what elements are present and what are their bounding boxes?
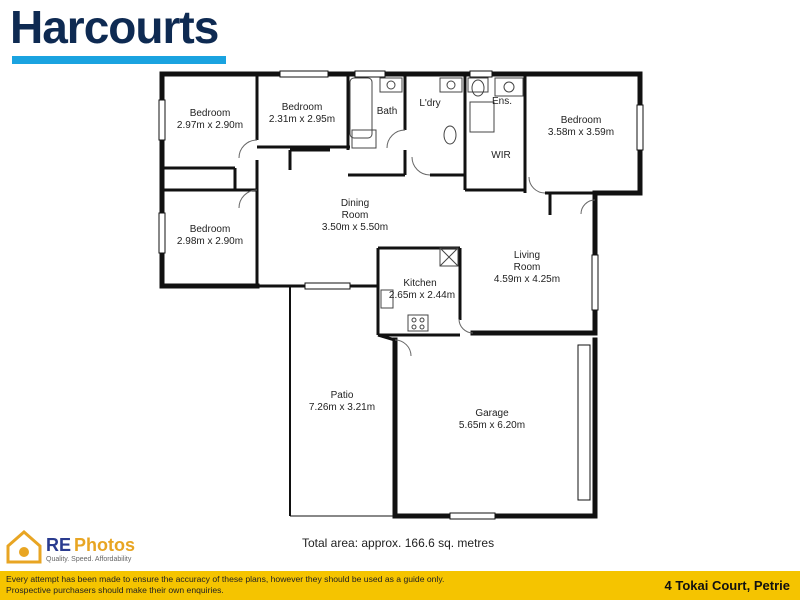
room-dims-bed3: 3.58m x 3.59m bbox=[548, 127, 614, 138]
room-name-wir: WIR bbox=[491, 150, 510, 161]
fixtures bbox=[349, 77, 524, 332]
room-dims-bed4: 2.98m x 2.90m bbox=[177, 236, 243, 247]
room-name-dining-2: Room bbox=[342, 210, 369, 221]
room-dims-garage: 5.65m x 6.20m bbox=[459, 420, 525, 431]
room-name-living: Living bbox=[514, 250, 540, 261]
room-name-living-2: Room bbox=[514, 262, 541, 273]
brand-logo-text: Harcourts bbox=[10, 1, 219, 53]
logo-photos: Photos bbox=[74, 535, 135, 555]
room-labels: Bedroom 2.97m x 2.90m Bedroom 2.31m x 2.… bbox=[177, 96, 614, 431]
room-dims-patio: 7.26m x 3.21m bbox=[309, 402, 375, 413]
room-name-ens: Ens. bbox=[492, 96, 512, 107]
total-area: Total area: approx. 166.6 sq. metres bbox=[302, 536, 495, 550]
room-name-patio: Patio bbox=[331, 390, 354, 401]
rephotos-logo bbox=[6, 530, 42, 564]
room-name-ldry: L'dry bbox=[419, 98, 440, 109]
logo-re: RE bbox=[46, 535, 72, 555]
windows bbox=[158, 70, 644, 520]
brand-accent-bar bbox=[12, 56, 226, 64]
room-name-bed4: Bedroom bbox=[190, 224, 231, 235]
room-name-bed2: Bedroom bbox=[282, 102, 323, 113]
room-name-garage: Garage bbox=[475, 408, 509, 419]
footer-bar: Every attempt has been made to ensure th… bbox=[0, 571, 800, 600]
logo-tagline: Quality. Speed. Affordability bbox=[46, 556, 132, 563]
room-name-bed3: Bedroom bbox=[561, 115, 602, 126]
room-dims-kitchen: 2.65m x 2.44m bbox=[389, 290, 455, 301]
room-dims-living: 4.59m x 4.25m bbox=[494, 274, 560, 285]
house-icon bbox=[6, 530, 42, 564]
room-dims-bed1: 2.97m x 2.90m bbox=[177, 120, 243, 131]
interior-walls bbox=[162, 74, 595, 517]
door-swings bbox=[238, 129, 596, 357]
room-dims-bed2: 2.31m x 2.95m bbox=[269, 114, 335, 125]
room-name-bed1: Bedroom bbox=[190, 108, 231, 119]
room-name-dining: Dining bbox=[341, 198, 369, 209]
disclaimer: Every attempt has been made to ensure th… bbox=[6, 574, 445, 595]
property-address: 4 Tokai Court, Petrie bbox=[664, 578, 790, 593]
room-dims-dining: 3.50m x 5.50m bbox=[322, 222, 388, 233]
room-name-kitchen: Kitchen bbox=[403, 278, 436, 289]
room-name-bath: Bath bbox=[377, 106, 398, 117]
